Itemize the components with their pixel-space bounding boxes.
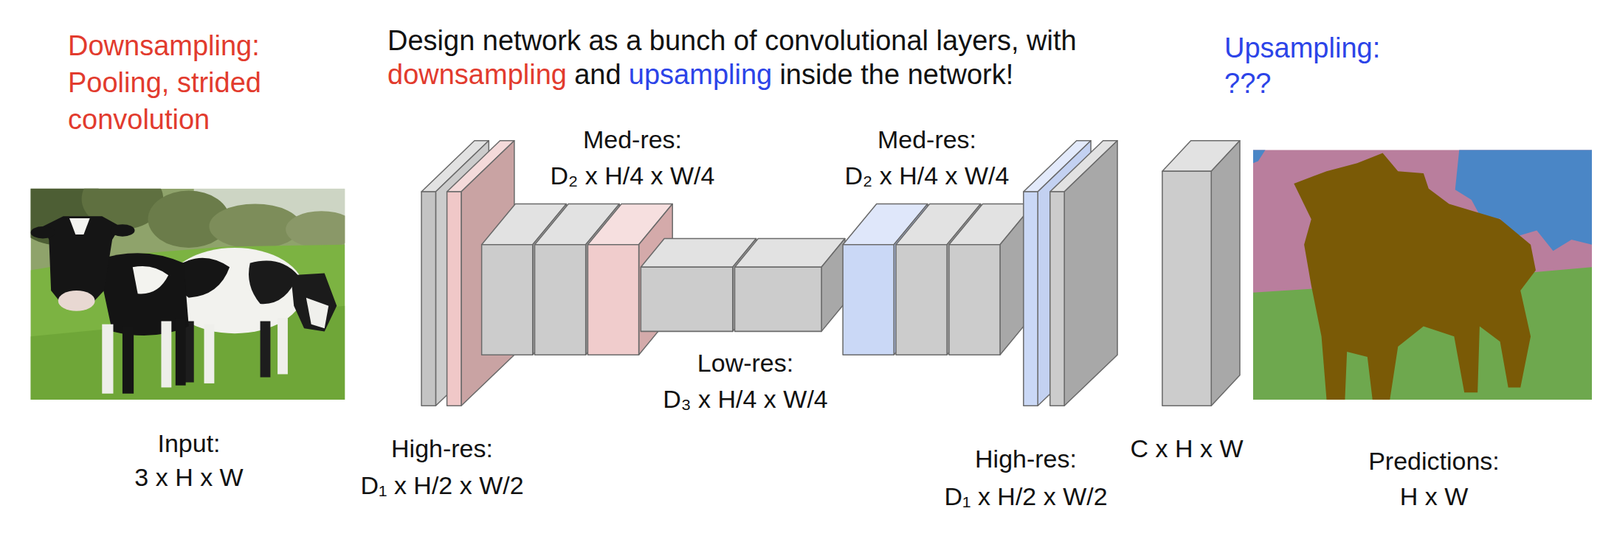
stage-name: Input: bbox=[157, 425, 220, 462]
stage-name: Predictions: bbox=[1368, 443, 1500, 479]
section-note: ??? bbox=[1224, 65, 1271, 102]
tensor-shape: D₁ x H/2 x W/2 bbox=[943, 478, 1108, 515]
headline: Design network as a bunch of convolution… bbox=[387, 23, 1077, 92]
stage-name: Low-res: bbox=[697, 345, 794, 381]
tensor-shape: D₂ x H/4 x W/4 bbox=[845, 157, 1010, 194]
tensor-shape: D₁ x H/2 x W/2 bbox=[360, 467, 524, 504]
tensor-shape: D₃ x H/4 x W/4 bbox=[662, 381, 829, 417]
segmentation-map bbox=[1253, 149, 1592, 400]
tensor-shape: 3 x H x W bbox=[134, 459, 243, 496]
stage-name: High-res: bbox=[391, 430, 493, 467]
tensor-shape: C x H x W bbox=[1130, 430, 1244, 467]
keyword: downsampling bbox=[387, 57, 567, 92]
feature-blocks bbox=[421, 140, 1240, 407]
section-note: Pooling, strided convolution bbox=[67, 64, 290, 139]
section-heading: Upsampling: bbox=[1224, 30, 1381, 66]
stage-name: Med-res: bbox=[583, 121, 682, 158]
section-heading: Downsampling: bbox=[67, 27, 305, 65]
stage-name: High-res: bbox=[974, 441, 1077, 477]
cow-photo bbox=[30, 188, 345, 400]
headline-text: and bbox=[574, 57, 621, 92]
headline-text: inside the network! bbox=[779, 57, 1014, 92]
stage-name: Med-res: bbox=[877, 121, 977, 158]
headline-text: Design network as a bunch of convolution… bbox=[387, 23, 1077, 58]
keyword: upsampling bbox=[628, 57, 772, 92]
headline-line: downsamplingandupsamplinginside the netw… bbox=[387, 57, 1077, 92]
tensor-shape: H x W bbox=[1400, 478, 1469, 515]
tensor-shape: D₂ x H/4 x W/4 bbox=[550, 157, 716, 194]
